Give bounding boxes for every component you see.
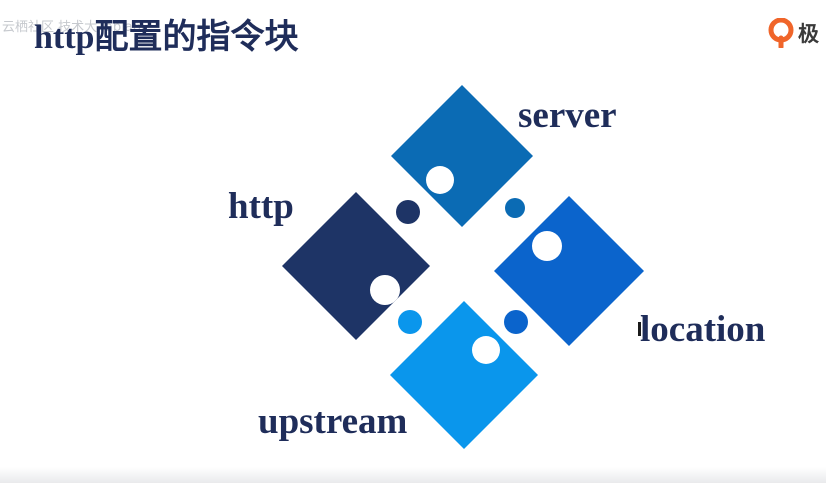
label-location: location: [640, 309, 766, 350]
puzzle-piece-http: [282, 192, 430, 340]
puzzle-piece-server: [391, 85, 533, 227]
bottom-band: [0, 467, 826, 483]
brand-logo-icon: [768, 18, 794, 48]
slide-title: http配置的指令块: [34, 19, 299, 56]
puzzle-piece-upstream: [390, 301, 538, 449]
label-server: server: [518, 95, 617, 136]
label-upstream: upstream: [258, 401, 408, 442]
label-http: http: [228, 186, 294, 227]
brand-logo: 极: [768, 18, 819, 48]
text-cursor: [638, 322, 641, 336]
puzzle-piece-location: [494, 196, 644, 346]
watermark-text: 云栖社区 技术大 lablabi: [2, 20, 145, 35]
brand-name: 极: [798, 22, 819, 46]
